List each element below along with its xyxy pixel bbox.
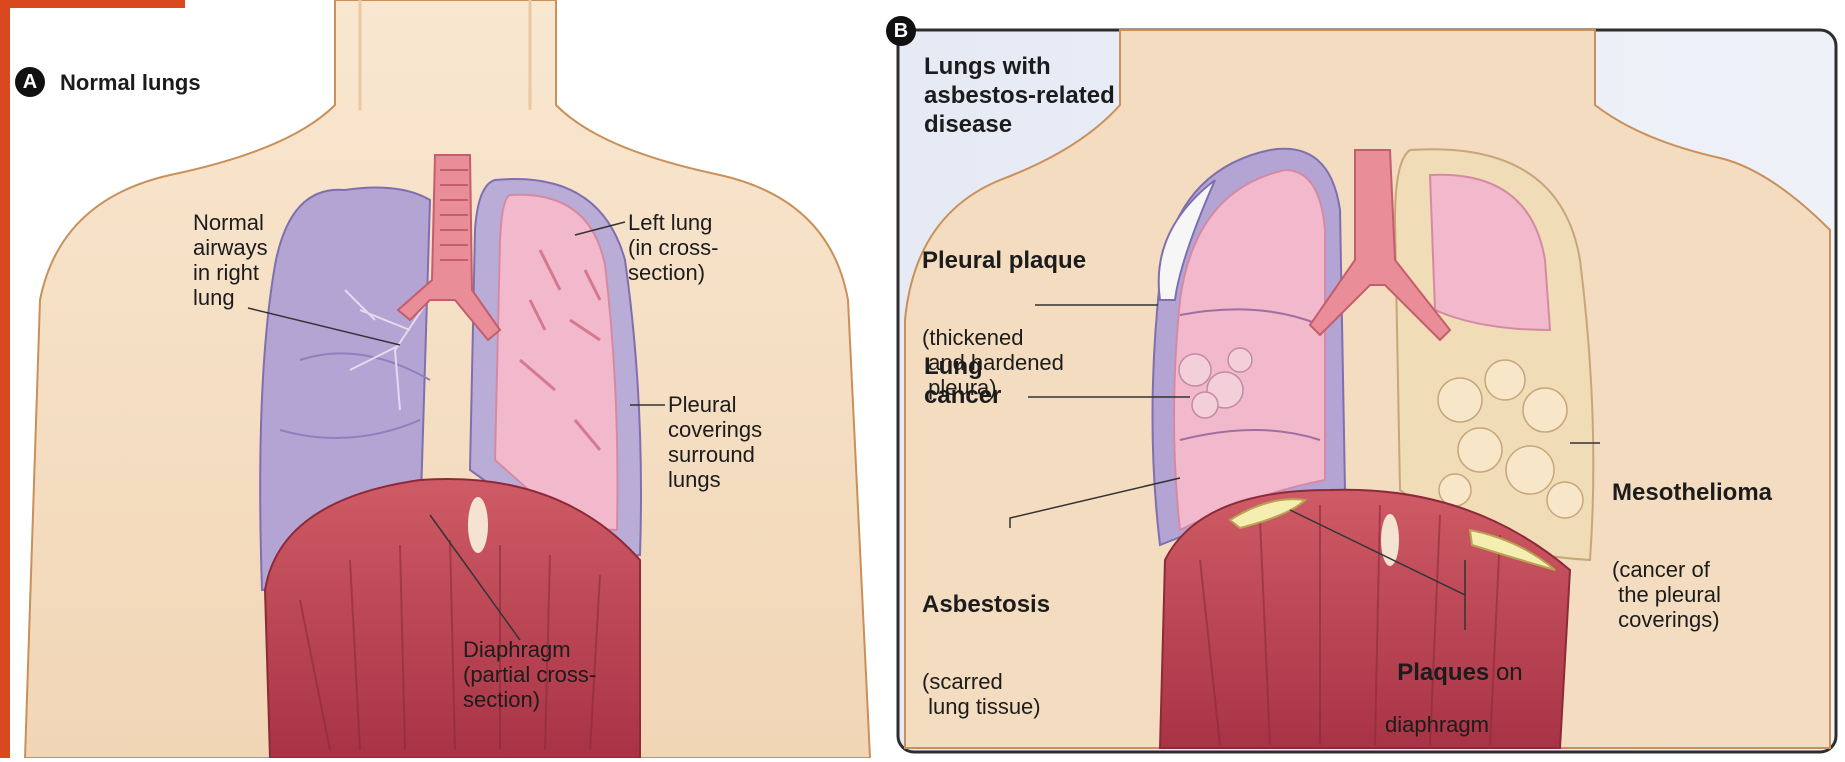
label-asbestosis-desc: (scarred lung tissue) (922, 669, 1050, 719)
accent-corner (0, 0, 185, 8)
panel-b-badge: B (886, 16, 916, 46)
label-diaphragm: Diaphragm (partial cross- section) (463, 637, 596, 712)
label-plaques-on-diaphragm: Plaques on diaphragm (1385, 633, 1523, 762)
label-plaques-line2: diaphragm (1385, 712, 1523, 737)
label-mesothelioma-title: Mesothelioma (1612, 478, 1772, 507)
label-pleural-coverings: Pleural coverings surround lungs (668, 392, 762, 492)
panel-b-title: Lungs with asbestos-related disease (924, 52, 1115, 139)
label-plaques-title: Plaques (1397, 659, 1489, 686)
label-left-lung: Left lung (in cross- section) (628, 210, 718, 285)
label-normal-airways: Normal airways in right lung (193, 210, 268, 310)
label-plaques-rest: on (1489, 659, 1522, 686)
accent-strip (0, 0, 10, 758)
label-asbestosis-title: Asbestosis (922, 590, 1050, 619)
label-pleural-plaque-title: Pleural plaque (922, 246, 1086, 275)
label-lung-cancer: Lung cancer (924, 352, 1001, 410)
panel-a-badge: A (15, 67, 45, 97)
label-asbestosis: Asbestosis (scarred lung tissue) (922, 540, 1050, 744)
label-mesothelioma: Mesothelioma (cancer of the pleural cove… (1612, 428, 1772, 657)
label-mesothelioma-desc: (cancer of the pleural coverings) (1612, 557, 1772, 632)
panel-a-figure (25, 0, 870, 758)
panel-a-title: Normal lungs (60, 70, 201, 95)
